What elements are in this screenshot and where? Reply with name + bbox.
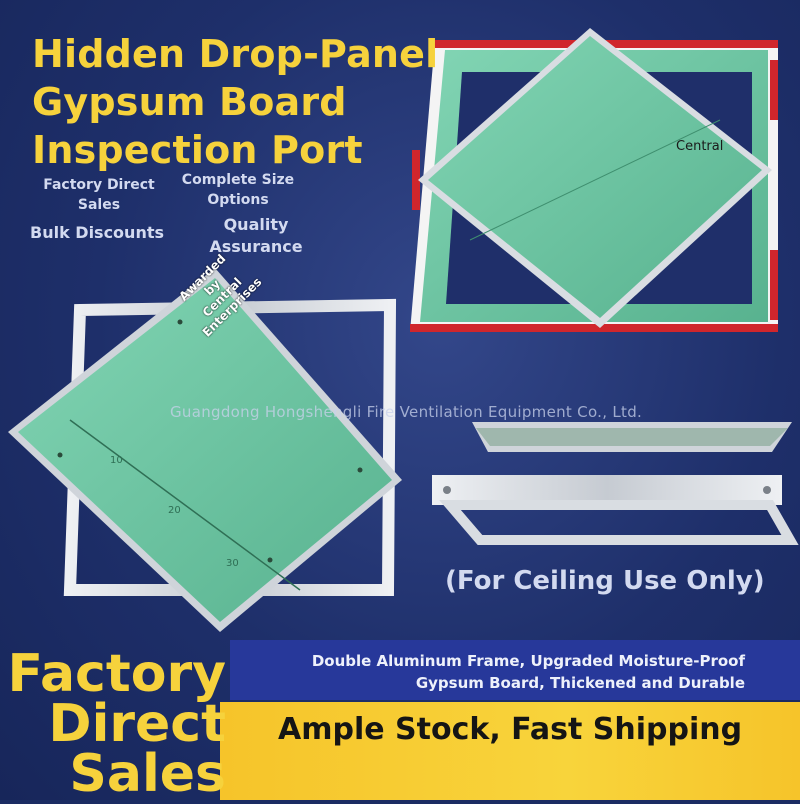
central-label: Central [676,139,724,154]
sales-word: Sales [69,744,226,804]
slogan-band [220,702,800,800]
feature-bulk-discounts: Bulk Discounts [30,223,164,242]
title-line-3: Inspection Port [32,128,363,172]
company-watermark: Guangdong Hongshengli Fire Ventilation E… [170,403,643,421]
left-rotated-panel [8,268,402,632]
description-band [230,640,800,700]
title-line-2: Gypsum Board [32,80,347,124]
title-line-1: Hidden Drop-Panel [32,32,439,76]
feature-quality-assurance: Quality Assurance [209,215,303,256]
slogan-text: Ample Stock, Fast Shipping [278,712,743,747]
top-right-rotated-panel [418,28,772,328]
feature-complete-size-options: Complete Size Options [181,172,295,208]
side-view-frame-1 [472,422,792,452]
factory-word: Factory [7,644,226,704]
direct-word: Direct [48,694,226,754]
side-view-frame-2 [432,475,799,545]
feature-factory-direct-sales: Factory Direct Sales [43,177,155,213]
ruler-mark-10: 10 [110,455,123,466]
left-frame [63,298,397,596]
page-title: Hidden Drop-Panel Gypsum Board Inspectio… [32,30,438,174]
product-description: Double Aluminum Frame, Upgraded Moisture… [311,652,745,692]
ruler-mark-30: 30 [226,558,239,569]
ceiling-use-note: (For Ceiling Use Only) [445,566,765,596]
ruler-mark-20: 20 [168,505,181,516]
